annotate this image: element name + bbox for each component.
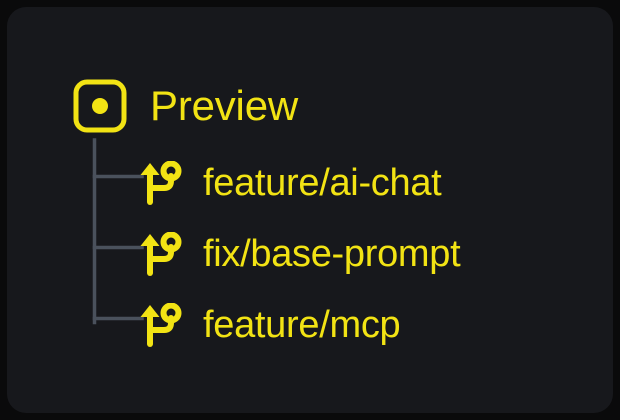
- branch-list-item[interactable]: fix/base-prompt: [138, 230, 461, 278]
- branch-list-item[interactable]: feature/ai-chat: [138, 159, 442, 207]
- preview-card: Preview feature/ai-chat: [7, 7, 613, 413]
- preview-dot-square-icon: [73, 79, 127, 133]
- git-branch-icon: [140, 161, 182, 205]
- branch-label: feature/mcp: [203, 304, 401, 346]
- page-title: Preview: [150, 82, 298, 129]
- git-branch-icon: [140, 303, 182, 347]
- branch-label: fix/base-prompt: [203, 233, 461, 275]
- branch-list-item[interactable]: feature/mcp: [138, 301, 401, 349]
- preview-header[interactable]: Preview: [73, 78, 298, 134]
- git-branch-icon: [140, 232, 182, 276]
- branch-label: feature/ai-chat: [203, 162, 442, 204]
- tree-connector-lines: [92, 138, 144, 325]
